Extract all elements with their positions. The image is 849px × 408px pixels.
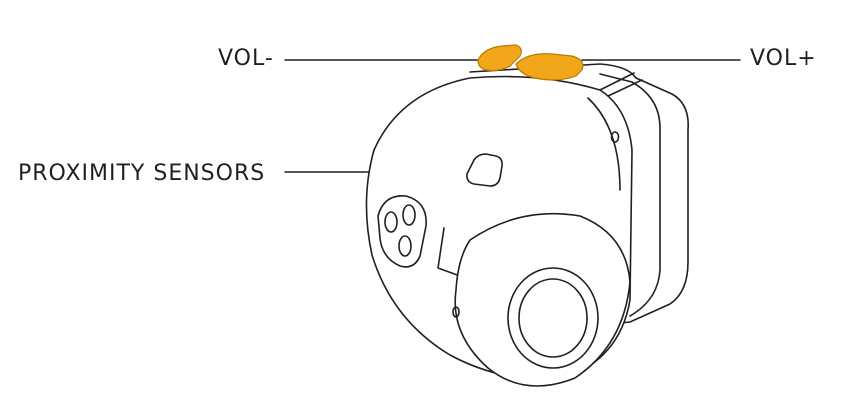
mic-hole-icon: [610, 131, 620, 143]
proximity-sensor-icon: [466, 153, 503, 187]
housing-seam: [595, 72, 635, 93]
earbud-back-inner: [599, 73, 661, 317]
vol-plus-button[interactable]: [515, 53, 584, 81]
sensor-cluster-outline: [377, 195, 427, 268]
ear-tip-nozzle-inner: [518, 278, 588, 358]
housing-seam: [607, 79, 643, 97]
vol-minus-button[interactable]: [477, 44, 522, 72]
body-lower-hole-icon: [452, 306, 460, 318]
sensor-dot-icon: [398, 235, 412, 257]
body-slot-mark: [437, 227, 461, 277]
vol-plus-label: VOL+: [750, 46, 817, 71]
sensor-dot-icon: [384, 211, 398, 233]
sensor-dot-icon: [402, 204, 416, 226]
proximity-sensors-label: PROXIMITY SENSORS: [18, 161, 266, 186]
vol-minus-label: VOL-: [218, 46, 274, 71]
ear-tip-nozzle-outer: [507, 267, 599, 369]
